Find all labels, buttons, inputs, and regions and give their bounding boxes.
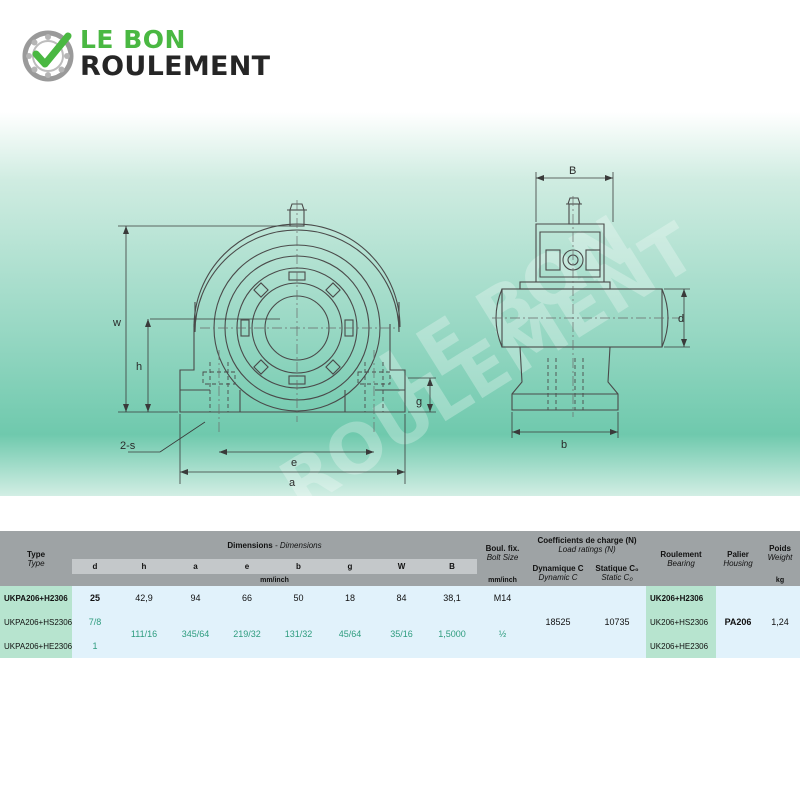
type-cell: UKPA206+HS2306 (0, 610, 72, 634)
bearing-cell: UK206+H2306 (646, 586, 717, 610)
h-inch-cell: 111/16 (118, 610, 170, 658)
table-row: UKPA206+HS2306 7/8 111/16 345/64 219/32 … (0, 610, 800, 658)
dim-label-h: h (136, 361, 142, 373)
header-static-sub: Static C₀ (601, 572, 633, 582)
header-bolt-sub: Bolt Size (486, 552, 519, 562)
col-e: e (221, 559, 273, 574)
bearing-check-icon (22, 30, 74, 82)
header-coefficients: Coefficients de charge (N) Load ratings … (528, 531, 647, 559)
dim-label-s: 2-s (120, 440, 136, 452)
spec-table: Type Type Dimensions - Dimensions Boul. … (0, 531, 800, 658)
col-g: g (324, 559, 376, 574)
col-a: a (170, 559, 221, 574)
h-cell: 42,9 (118, 586, 170, 610)
g-inch-cell: 45/64 (324, 610, 376, 658)
type-cell: UKPA206+H2306 (0, 586, 72, 610)
brand-logo: LE BON ROULEMENT (22, 26, 322, 90)
B-inch-cell: 1,5000 (427, 610, 477, 658)
W-inch-cell: 35/16 (376, 610, 427, 658)
type-cell: UKPA206+HE2306 (0, 634, 72, 658)
side-view (492, 172, 690, 438)
header-dynamic-label: Dynamique C (532, 563, 584, 573)
e-cell: 66 (221, 586, 273, 610)
dim-label-B: B (569, 165, 576, 177)
dim-label-d: d (678, 313, 684, 325)
d-cell: 25 (72, 586, 118, 610)
header-poids: Poids Weight (760, 531, 800, 574)
brand-line-2: ROULEMENT (80, 51, 271, 82)
front-view (118, 200, 436, 484)
dim-label-b: b (561, 439, 567, 451)
a-cell: 94 (170, 586, 221, 610)
header-palier: Palier Housing (716, 531, 761, 586)
g-cell: 18 (324, 586, 376, 610)
header-static: Statique C₀ Static C₀ (588, 559, 647, 586)
brand-line-1: LE BON (80, 25, 186, 54)
col-W: W (376, 559, 427, 574)
B-cell: 38,1 (427, 586, 477, 610)
col-B: B (427, 559, 477, 574)
unit-bolt: mm/inch (477, 574, 528, 586)
b-inch-cell: 131/32 (273, 610, 324, 658)
header-static-label: Statique C₀ (595, 563, 639, 573)
header-roulement-label: Roulement (660, 549, 702, 559)
header-dimensions: Dimensions - Dimensions (72, 531, 477, 559)
col-h: h (118, 559, 170, 574)
table-row: UKPA206+H2306 25 42,9 94 66 50 18 84 38,… (0, 586, 800, 658)
header-bolt: Boul. fix. Bolt Size (477, 531, 528, 574)
dim-label-w: w (112, 317, 121, 329)
dim-label-e: e (291, 457, 297, 469)
e-inch-cell: 219/32 (221, 610, 273, 658)
header-type: Type Type (0, 531, 72, 586)
bearing-cell: UK206+HS2306 (646, 610, 717, 634)
header-poids-sub: Weight (767, 552, 793, 562)
unit-weight: kg (760, 574, 800, 586)
b-cell: 50 (273, 586, 324, 610)
weight-cell: 1,24 (760, 586, 800, 658)
bolt-inch-cell: ½ (477, 610, 528, 658)
housing-cell: PA206 (716, 586, 761, 658)
col-d: d (72, 559, 118, 574)
header-roulement: Roulement Bearing (646, 531, 717, 586)
dynamic-cell: 18525 (528, 586, 588, 658)
d-cell: 1 (72, 634, 118, 658)
technical-drawing: LE BON ROULEMENT (112, 165, 710, 496)
header-coef-label: Coefficients de charge (N) (537, 536, 637, 545)
unit-dimensions: mm/inch (72, 574, 477, 586)
header-coef-sub: Load ratings (N) (558, 545, 616, 554)
header-palier-label: Palier (727, 549, 749, 559)
header-poids-label: Poids (769, 543, 791, 553)
header-dynamic: Dynamique C Dynamic C (528, 559, 588, 586)
dim-label-a: a (289, 477, 296, 489)
header-bolt-label: Boul. fix. (485, 543, 520, 553)
col-b: b (273, 559, 324, 574)
a-inch-cell: 345/64 (170, 610, 221, 658)
bearing-cell: UK206+HE2306 (646, 634, 717, 658)
header-dimensions-sub: - Dimensions (272, 540, 322, 550)
header-type-label: Type (26, 549, 46, 559)
header-dimensions-label: Dimensions (227, 540, 273, 550)
watermark-line-2: ROULEMENT (267, 209, 710, 496)
bolt-cell: M14 (477, 586, 528, 610)
header-type-sub: Type (27, 558, 45, 568)
d-cell: 7/8 (72, 610, 118, 634)
header-palier-sub: Housing (723, 558, 753, 568)
dim-label-g: g (416, 396, 422, 408)
table-row: UKPA206+HE2306 1 UK206+HE2306 (0, 634, 800, 658)
header-roulement-sub: Bearing (667, 558, 695, 568)
W-cell: 84 (376, 586, 427, 610)
header-dynamic-sub: Dynamic C (538, 572, 578, 582)
static-cell: 10735 (588, 586, 647, 658)
